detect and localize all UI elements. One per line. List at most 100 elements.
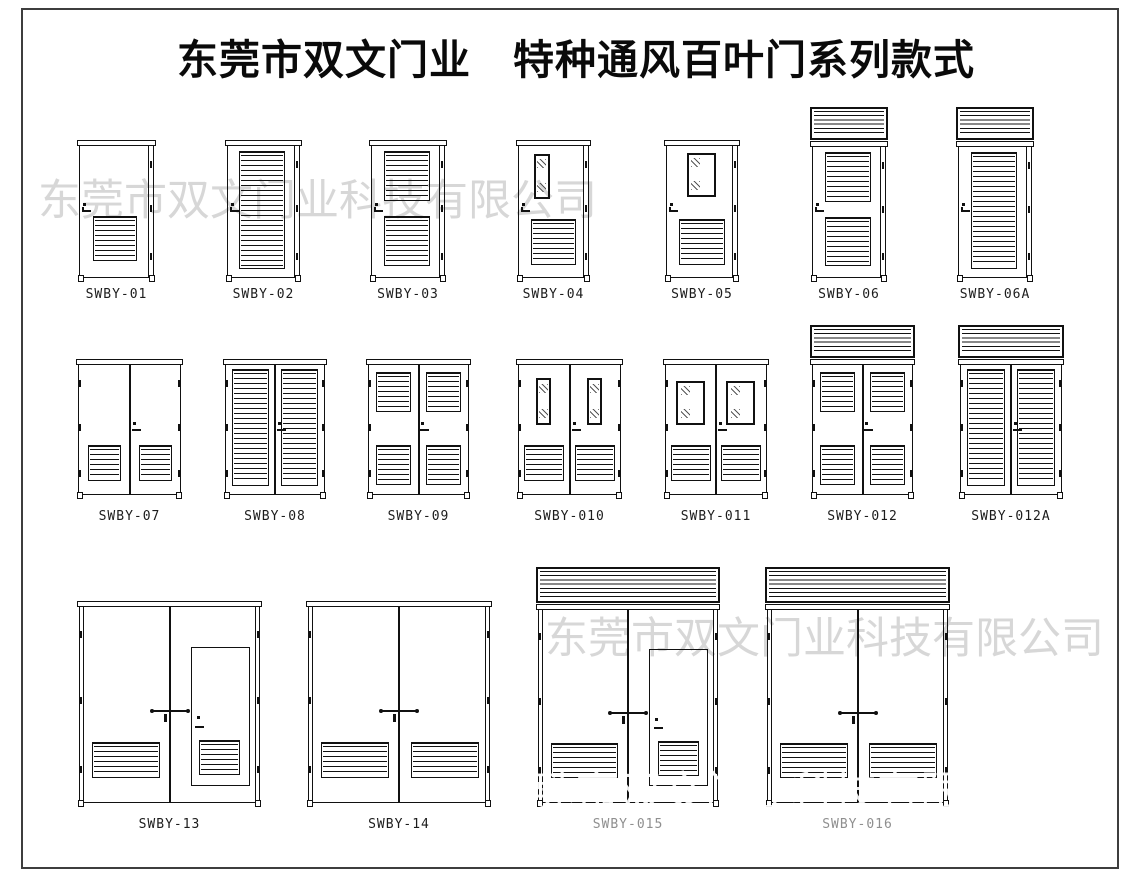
- hinge-mark: [80, 766, 82, 774]
- handle-flag: [230, 206, 233, 212]
- door-leaf: [226, 361, 275, 494]
- door-label-swby-012a: SWBY-012A: [971, 509, 1051, 524]
- door-swby-07: [76, 359, 183, 501]
- hinge-mark: [910, 423, 912, 431]
- frame-foot: [766, 800, 772, 807]
- frame-cap: [958, 359, 1064, 365]
- jamb-line: [255, 603, 256, 802]
- handle-dot: [132, 422, 136, 426]
- louver-panel: [869, 444, 905, 485]
- hinge-mark: [226, 423, 228, 431]
- door-leaf: [419, 361, 469, 494]
- handle-dot: [82, 202, 86, 206]
- door-swby-02: [225, 140, 302, 284]
- hinge-mark: [178, 423, 180, 431]
- door-leaf: [399, 603, 489, 802]
- hinge-stile: [732, 142, 733, 277]
- handle-lever: [82, 209, 92, 212]
- frame-cap: [77, 601, 262, 607]
- center-mullion: [1010, 361, 1012, 494]
- door-frame: [76, 359, 183, 499]
- hinge-mark: [80, 696, 82, 704]
- door-leaf: [768, 606, 858, 802]
- door-swby-012a: [958, 325, 1064, 501]
- hinge-mark: [296, 252, 298, 260]
- hinge-mark: [945, 633, 947, 641]
- louver-panel: [678, 218, 726, 265]
- door-frame: [810, 141, 888, 282]
- frame-foot: [176, 492, 182, 499]
- handle-lever: [815, 210, 825, 212]
- transom-slats: [814, 329, 911, 354]
- hinge-mark: [945, 698, 947, 706]
- glass-hatch-icon: [730, 409, 740, 419]
- door-leaf: [130, 361, 181, 494]
- louver-panel: [425, 371, 461, 412]
- hinge-mark: [734, 160, 736, 168]
- handle-dot: [572, 422, 576, 426]
- watermark-bottom-white: 东莞市双文门业科技有限公司: [490, 769, 1049, 817]
- louver-panel: [383, 216, 430, 267]
- handle-lever: [131, 428, 141, 431]
- hinge-mark: [882, 205, 884, 213]
- door-leaf: [372, 142, 444, 277]
- watermark-middle: 东莞市双文门业科技有限公司: [545, 615, 1104, 663]
- door-frame: [958, 359, 1064, 499]
- jamb-line: [312, 603, 313, 802]
- door-leaf: [369, 361, 419, 494]
- handle-lever: [571, 428, 581, 431]
- louver-panel: [721, 444, 761, 481]
- frame-foot: [517, 492, 523, 499]
- louver-panel: [1017, 368, 1055, 486]
- glass-window: [536, 378, 552, 425]
- handle-dot: [230, 202, 234, 206]
- door-frame: [516, 140, 591, 282]
- hinge-mark: [1028, 252, 1030, 260]
- frame-foot: [584, 275, 590, 282]
- door-frame: [366, 359, 471, 499]
- handle-flag: [82, 206, 85, 212]
- handle-lever: [374, 209, 384, 212]
- handle-lever: [230, 209, 240, 212]
- frame-foot: [440, 275, 446, 282]
- wicket-door: [649, 649, 709, 787]
- transom-louver: [765, 567, 950, 603]
- door-label-swby-06: SWBY-06: [818, 287, 880, 302]
- hinge-mark: [441, 205, 443, 213]
- door-leaf: [309, 603, 399, 802]
- door-leaf: [519, 361, 570, 494]
- jamb-line: [771, 606, 772, 802]
- frame-foot: [713, 800, 719, 807]
- hinge-mark: [466, 470, 468, 478]
- handle-flag: [521, 206, 524, 212]
- hinge-stile: [148, 142, 149, 277]
- hinge-mark: [322, 423, 324, 431]
- frame-foot: [77, 492, 83, 499]
- center-mullion: [398, 603, 400, 802]
- louver-panel: [820, 444, 856, 485]
- hinge-mark: [1028, 161, 1030, 169]
- hinge-mark: [79, 379, 81, 387]
- flush-bolt: [163, 714, 167, 723]
- louver-panel: [138, 444, 172, 481]
- louver-panel: [376, 371, 412, 412]
- hinge-mark: [882, 161, 884, 169]
- handle-lever: [195, 726, 205, 729]
- louver-panel: [779, 743, 848, 779]
- door-label-swby-010: SWBY-010: [534, 509, 605, 524]
- door-swby-010: [516, 359, 623, 501]
- frame-cap: [366, 359, 471, 365]
- hinge-mark: [585, 160, 587, 168]
- handle-dot: [196, 716, 200, 720]
- louver-panel: [530, 218, 577, 265]
- transom-slats: [769, 571, 946, 599]
- frame-foot: [224, 492, 230, 499]
- transom-slats: [962, 329, 1060, 354]
- jamb-line: [713, 606, 714, 802]
- door-leaf: [716, 361, 766, 494]
- hinge-mark: [257, 630, 259, 638]
- center-mullion: [128, 361, 131, 494]
- glass-hatch-icon: [691, 181, 701, 191]
- handle-lever: [961, 210, 971, 212]
- wicket-door: [190, 646, 251, 787]
